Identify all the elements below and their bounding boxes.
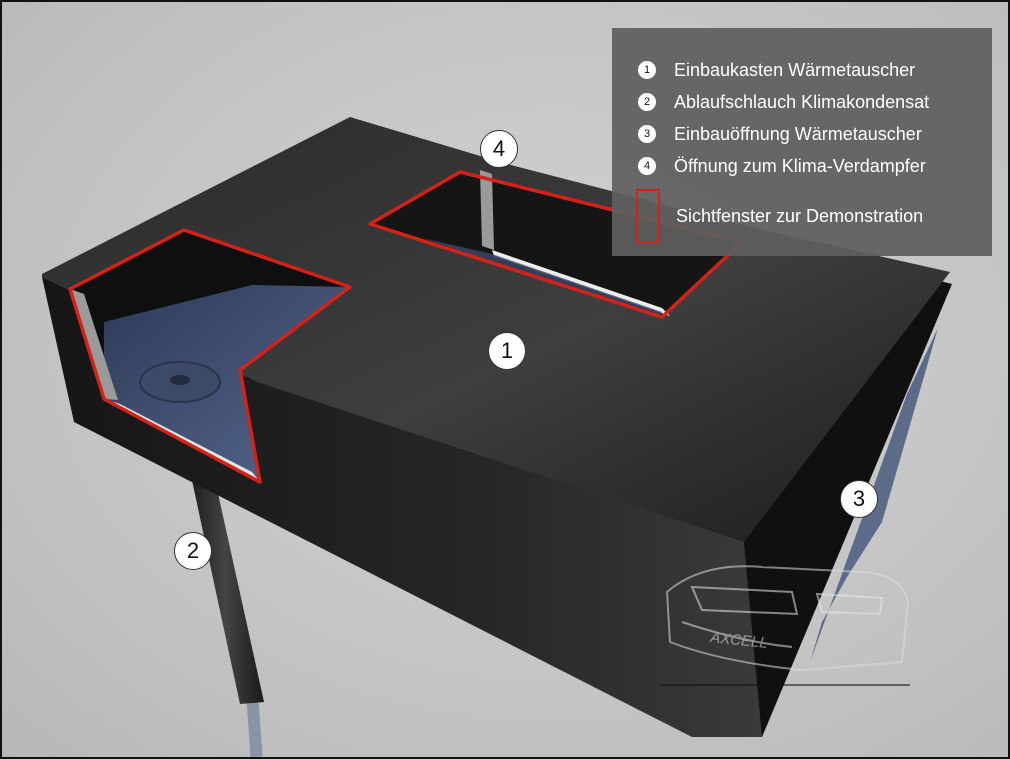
legend-item-window: Sichtfenster zur Demonstration bbox=[612, 186, 992, 246]
callout-4: 4 bbox=[480, 130, 518, 168]
legend-item: 4 Öffnung zum Klima-Verdampfer bbox=[612, 150, 992, 182]
legend-label: Einbaukasten Wärmetauscher bbox=[674, 59, 916, 80]
left-compartment bbox=[68, 228, 352, 484]
legend-window-label: Sichtfenster zur Demonstration bbox=[676, 205, 924, 226]
legend-number: 4 bbox=[638, 157, 656, 175]
callout-2: 2 bbox=[174, 532, 212, 570]
legend-number: 2 bbox=[638, 93, 656, 111]
legend-number: 3 bbox=[638, 125, 656, 143]
legend-number: 1 bbox=[638, 61, 656, 79]
legend-label: Ablaufschlauch Klimakondensat bbox=[674, 91, 930, 112]
legend-item: 3 Einbauöffnung Wärmetauscher bbox=[612, 118, 992, 150]
left-window-outline bbox=[68, 228, 352, 484]
legend-label: Öffnung zum Klima-Verdampfer bbox=[674, 155, 926, 176]
legend-panel: 1 Einbaukasten Wärmetauscher 2 Ablaufsch… bbox=[612, 28, 992, 256]
callout-3: 3 bbox=[840, 480, 878, 518]
svg-text:AXCELL: AXCELL bbox=[709, 629, 769, 652]
drain-hose bbox=[187, 457, 264, 757]
car-logo-watermark: AXCELL bbox=[660, 565, 910, 686]
legend-label: Einbauöffnung Wärmetauscher bbox=[674, 123, 922, 144]
legend-item: 2 Ablaufschlauch Klimakondensat bbox=[612, 86, 992, 118]
window-swatch-icon bbox=[636, 189, 660, 243]
legend-item: 1 Einbaukasten Wärmetauscher bbox=[612, 54, 992, 86]
callout-1: 1 bbox=[488, 332, 526, 370]
